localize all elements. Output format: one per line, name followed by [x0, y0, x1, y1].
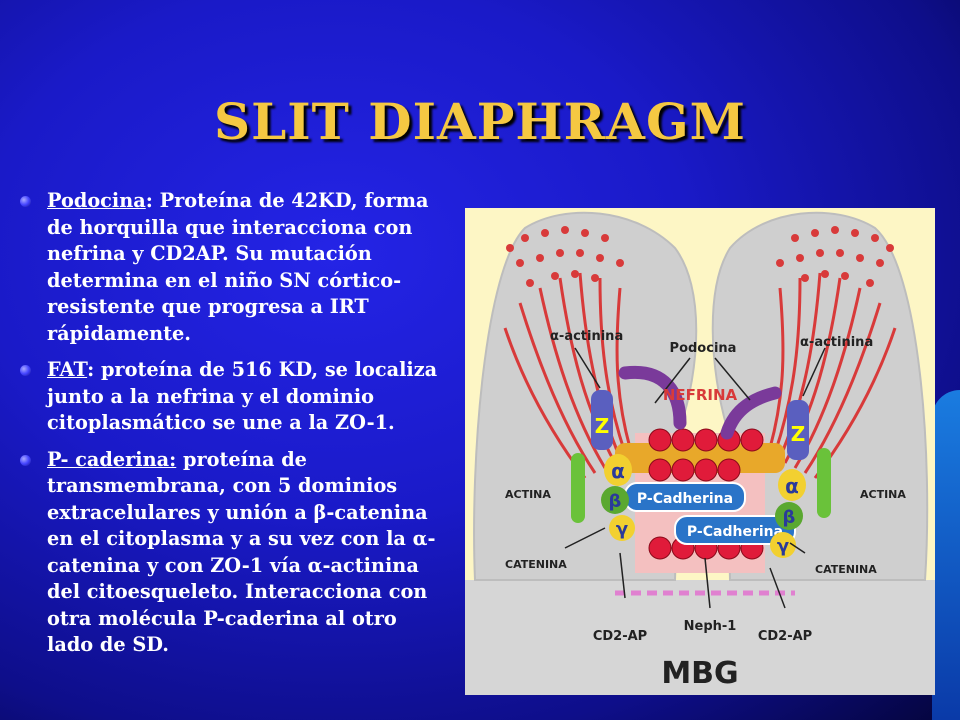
actina-label-right: ACTINA [860, 488, 906, 501]
z-label-left: Z [595, 414, 610, 438]
cd2ap-label-left: CD2-AP [593, 629, 647, 644]
gamma-label-left: γ [616, 519, 628, 540]
bullet-term: P- caderina: [47, 447, 177, 471]
bullet-term: Podocina [47, 189, 146, 212]
catenina-label-right: CATENINA [815, 563, 877, 576]
bullet-dot-icon [20, 365, 31, 376]
p-cadherina-label-1: P-Cadherina [637, 491, 733, 507]
alpha-actinina-label-left: α-actinina [550, 329, 623, 344]
left-actin-dots [506, 226, 624, 287]
gamma-catenin-right [770, 532, 796, 558]
podocina-right-arc [720, 386, 782, 440]
mbg-label: MBG [661, 656, 738, 691]
z-protein-left [591, 390, 613, 450]
actina-label-left: ACTINA [505, 488, 551, 501]
alpha-catenin-left [604, 454, 632, 486]
bullet-list: Podocina: Proteína de 42KD, forma de hor… [20, 188, 440, 669]
bullet-podocina: Podocina: Proteína de 42KD, forma de hor… [20, 188, 440, 347]
alpha-label-right: α [785, 474, 799, 498]
bullet-dot-icon [20, 454, 31, 466]
gamma-catenin-left [609, 515, 635, 541]
nefrina-label: NEFRINA [663, 386, 738, 404]
beta-catenin-right [775, 502, 803, 530]
right-actin-dots [776, 226, 894, 287]
beta-label-right: β [783, 507, 796, 528]
bullet-fat: FAT: proteína de 516 KD, se localiza jun… [20, 357, 440, 437]
p-cadherina-label-2: P-Cadherina [687, 524, 783, 540]
z-label-right: Z [791, 422, 806, 446]
p-cadherina-bar-2 [674, 515, 796, 545]
bullet-text: : Proteína de 42KD, forma de horquilla q… [47, 189, 429, 345]
basement-membrane [465, 580, 935, 695]
alpha-label-left: α [611, 459, 625, 483]
bullet-text: : proteína de 516 KD, se localiza junto … [47, 358, 438, 434]
actin-bar-left [571, 453, 585, 523]
label-arrows [564, 347, 826, 609]
slit-diaphragm-figure: P-Cadherina P-Cadherina Z α β γ Z α β γ [465, 208, 935, 695]
podocina-label: Podocina [670, 341, 737, 356]
podocina-left-arc [618, 365, 687, 430]
actin-bar-right [817, 448, 831, 518]
bullet-dot-icon [20, 196, 31, 207]
gamma-label-right: γ [777, 536, 789, 557]
decorative-side-bar [932, 390, 960, 720]
cd2ap-label-right: CD2-AP [758, 629, 812, 644]
catenina-label-left: CATENINA [505, 558, 567, 571]
right-podocyte-foot [711, 211, 929, 581]
neph1-label: Neph-1 [684, 619, 737, 634]
alpha-catenin-right [778, 469, 806, 501]
alpha-actinina-label-right: α-actinina [800, 335, 873, 350]
beta-catenin-left [601, 486, 629, 514]
bullet-text: proteína de transmembrana, con 5 dominio… [47, 447, 436, 657]
nephrin-beads [648, 428, 764, 560]
slit-diaphragm-diagram: P-Cadherina P-Cadherina Z α β γ Z α β γ [465, 211, 935, 695]
bullet-term: FAT [47, 358, 88, 381]
beta-label-left: β [609, 491, 622, 512]
z-protein-right [787, 400, 809, 460]
bullet-p-caderina: P- caderina: proteína de transmembrana, … [20, 447, 440, 659]
slide-title: SLIT DIAPHRAGM [213, 92, 747, 151]
